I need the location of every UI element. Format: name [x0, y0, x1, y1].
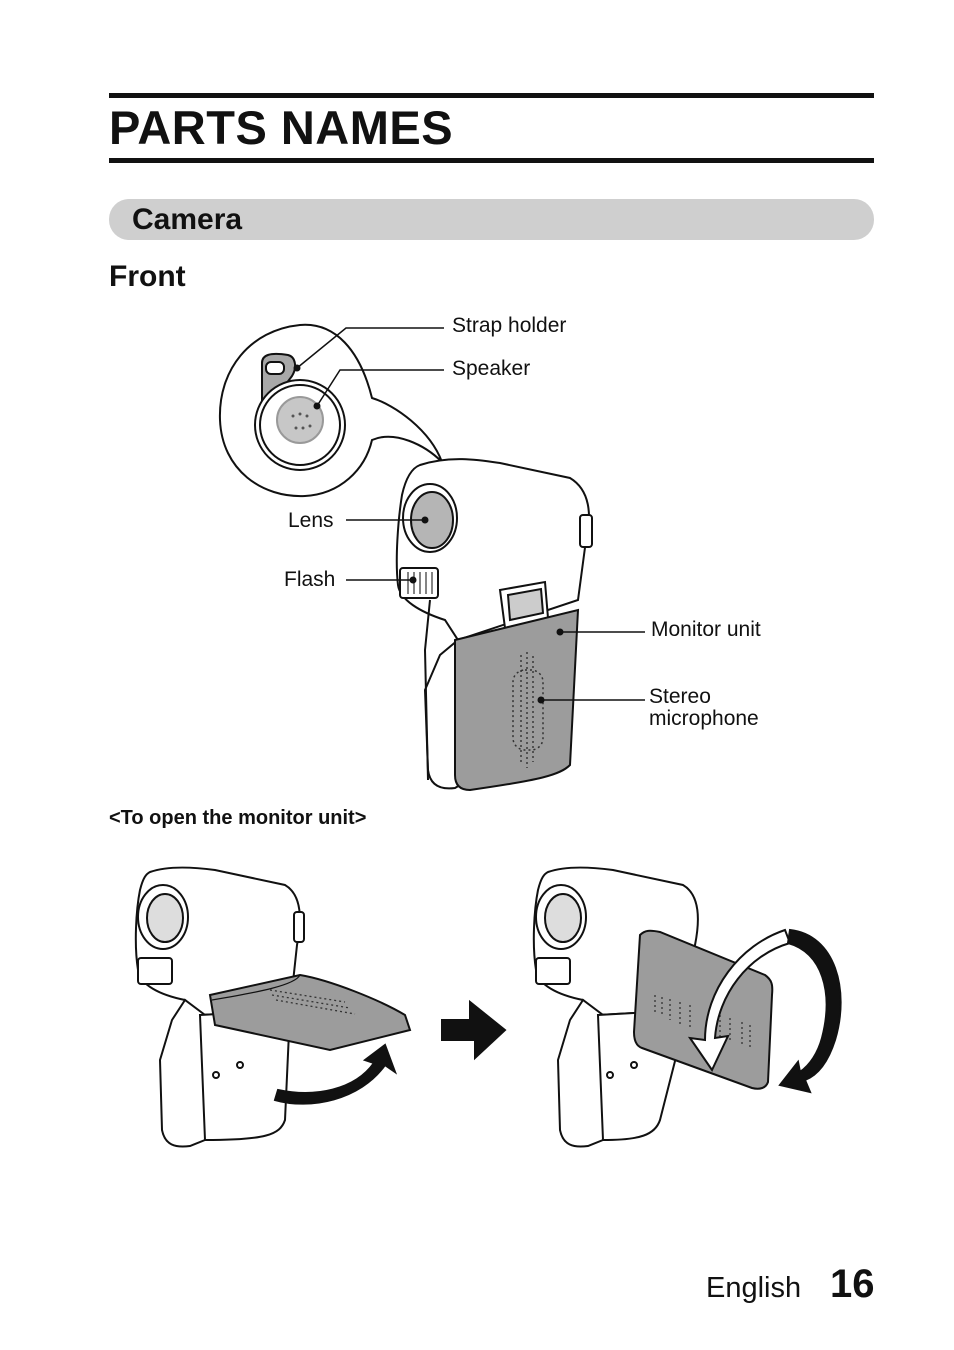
open-monitor-caption: <To open the monitor unit>: [109, 807, 367, 829]
label-flash: Flash: [284, 568, 336, 591]
left-camera: [134, 866, 305, 1148]
footer-page-number: 16: [830, 1262, 875, 1306]
rotate-arrow-right: [778, 928, 842, 1094]
section-bar: [109, 199, 874, 240]
label-speaker: Speaker: [452, 357, 531, 380]
speaker-grille: [276, 396, 324, 444]
subsection-title: Front: [109, 260, 186, 293]
page-title: PARTS NAMES: [109, 101, 454, 154]
label-microphone: microphone: [649, 707, 759, 730]
footer-language: English: [706, 1272, 802, 1304]
monitor-unit-panel: [454, 608, 580, 792]
leader-lines: [296, 327, 645, 701]
title-top-rule: [109, 93, 874, 98]
rotate-arrow-inner: [687, 928, 792, 1073]
label-stereo: Stereo: [649, 685, 711, 708]
rotate-arrow-left: [273, 1043, 398, 1105]
title-bottom-rule: [109, 158, 874, 163]
left-monitor-panel: [208, 973, 412, 1052]
flash-window: [399, 567, 439, 599]
speaker-zoom-bubble: [218, 323, 443, 498]
label-monitor-unit: Monitor unit: [651, 618, 761, 641]
forward-arrow: [441, 999, 507, 1061]
label-lens: Lens: [288, 509, 334, 532]
leader-dots: [293, 364, 564, 704]
section-title: Camera: [132, 203, 243, 236]
label-strap-holder: Strap holder: [452, 314, 567, 337]
camera-body: [395, 458, 593, 792]
